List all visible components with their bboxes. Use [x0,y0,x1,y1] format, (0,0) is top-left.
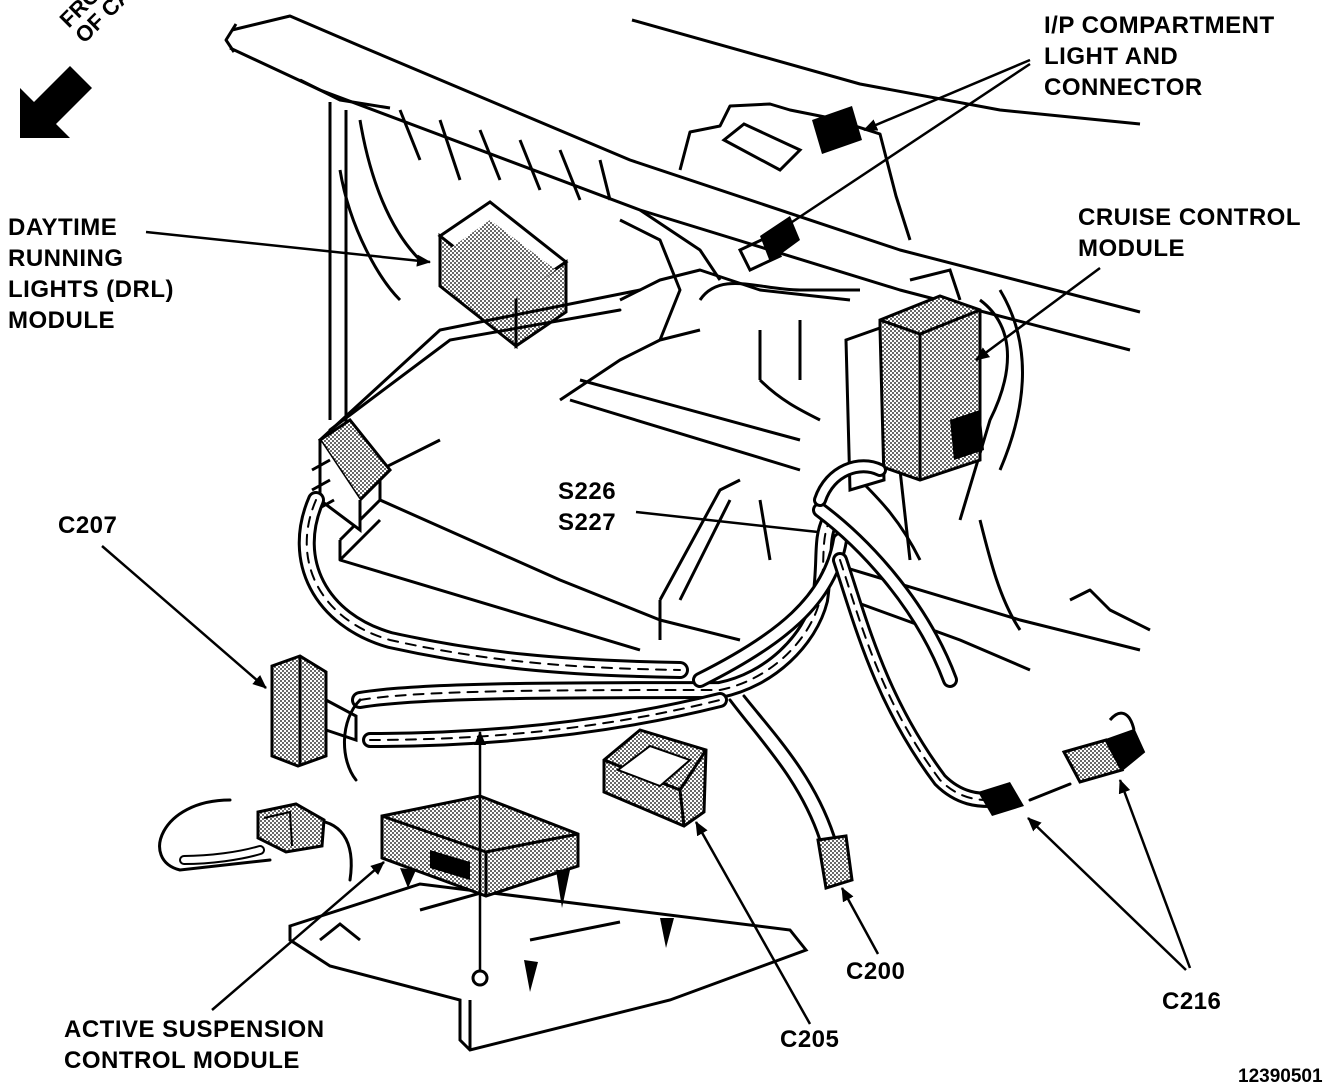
drl-module [437,200,569,350]
active-suspension-module [288,794,809,1052]
instrument-panel-structure [224,14,1151,672]
active-suspension-module-label: ACTIVE SUSPENSION CONTROL MODULE [64,1016,325,1074]
c200-label: C200 [846,958,906,985]
c207-connector [270,654,358,768]
drl-module-label: DAYTIME RUNNING LIGHTS (DRL) MODULE [8,214,174,334]
callout-arrows [101,58,1192,1025]
c205-label: C205 [780,1026,840,1053]
c216-label: C216 [1162,988,1222,1015]
c205-connector [602,728,708,828]
drl-harness-connector [311,417,393,533]
c207-label: C207 [58,512,118,539]
c200-connector [816,834,854,890]
splice-label: S226 S227 [558,478,617,536]
cruise-control-module-label: CRUISE CONTROL MODULE [1078,204,1301,262]
c216-connector [978,711,1146,816]
cruise-control-module [844,268,984,492]
harness-connector-lower [256,802,326,854]
figure-number: 12390501 [1238,1066,1323,1087]
front-of-car-arrow-icon [20,66,92,138]
ip-compartment-light-label: I/P COMPARTMENT LIGHT AND CONNECTOR [1044,12,1275,101]
wiring-harness [158,288,1072,882]
